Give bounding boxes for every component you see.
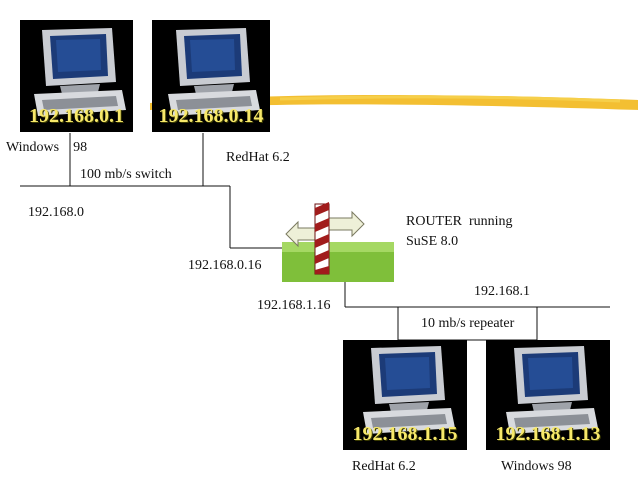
host-tile-4: 192.168.1.13	[486, 340, 610, 450]
computer-icon	[168, 28, 260, 116]
repeater-label: 10 mb/s repeater	[421, 316, 515, 331]
router-ip-b: 192.168.1.16	[257, 298, 331, 313]
host-ip: 192.168.1.15	[352, 423, 458, 445]
switch-label: 100 mb/s switch	[80, 167, 172, 182]
host-ip: 192.168.1.13	[495, 423, 601, 445]
computer-icon	[34, 28, 126, 116]
router-label-line2: SuSE 8.0	[406, 234, 459, 249]
router-signpost-icon	[282, 202, 394, 282]
host-ip: 192.168.0.1	[29, 105, 124, 127]
host-os-label: RedHat 6.2	[352, 459, 416, 474]
host-os-label: Windows 98	[6, 140, 88, 155]
computer-icon	[363, 346, 455, 434]
computer-icon	[506, 346, 598, 434]
host-ip: 192.168.0.14	[158, 105, 264, 127]
network-a-label: 192.168.0	[28, 205, 84, 220]
host-tile-1: 192.168.0.1	[20, 20, 133, 132]
router-label-line1: ROUTER running	[406, 214, 513, 229]
network-b-label: 192.168.1	[474, 284, 530, 299]
host-tile-2: 192.168.0.14	[152, 20, 270, 132]
router-ip-a: 192.168.0.16	[188, 258, 262, 273]
host-tile-3: 192.168.1.15	[343, 340, 467, 450]
host-os-label: RedHat 6.2	[226, 150, 290, 165]
host-os-label: Windows 98	[501, 459, 572, 474]
